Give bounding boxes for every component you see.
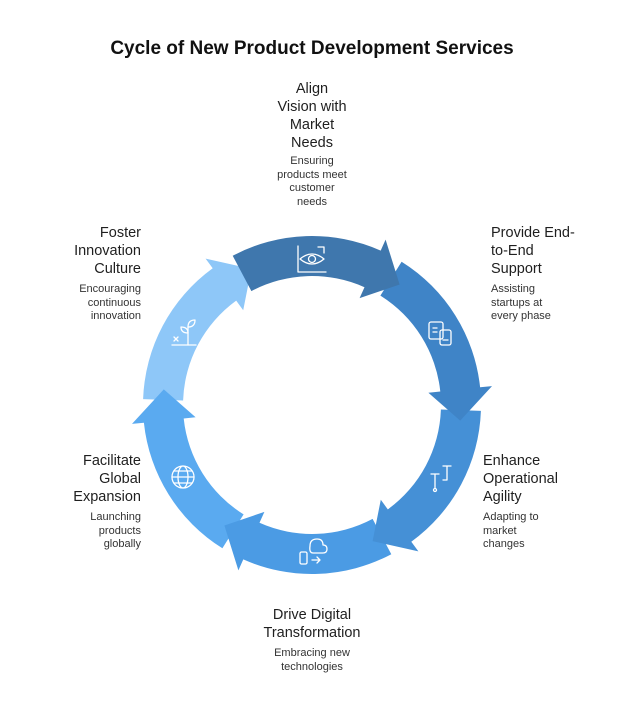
stage-align-vision-description: Ensuring products meet customer needs bbox=[277, 155, 347, 208]
stage-digital-transformation-heading: Drive Digital Transformation bbox=[263, 607, 361, 641]
cycle-arrow-align-vision bbox=[232, 236, 400, 299]
cloud-sync-icon bbox=[299, 538, 328, 565]
stage-operational-agility-heading: Enhance Operational Agility bbox=[483, 453, 558, 505]
cycle-arrow-digital-transformation bbox=[224, 511, 392, 574]
stage-innovation-culture-heading: Foster Innovation Culture bbox=[74, 225, 141, 277]
growth-icon bbox=[171, 319, 197, 346]
stage-global-expansion-heading: Facilitate Global Expansion bbox=[73, 453, 141, 505]
cycle-arrow-global-expansion bbox=[132, 389, 244, 549]
stage-global-expansion-description: Launching products globally bbox=[90, 511, 141, 550]
stage-operational-agility-description: Adapting to market changes bbox=[483, 511, 539, 550]
stage-end-to-end-heading: Provide End- to-End Support bbox=[491, 225, 575, 277]
cycle-arrow-innovation-culture bbox=[143, 258, 252, 401]
eye-icon bbox=[297, 245, 327, 273]
route-icon bbox=[430, 465, 452, 493]
stage-innovation-culture-description: Encouraging continuous innovation bbox=[79, 283, 141, 322]
cycle-arrow-operational-agility bbox=[372, 409, 481, 552]
stage-align-vision-heading: Align Vision with Market Needs bbox=[277, 81, 347, 151]
cycle-arrow-end-to-end bbox=[380, 261, 492, 421]
stage-end-to-end-description: Assisting startups at every phase bbox=[491, 283, 551, 322]
globe-icon bbox=[171, 465, 195, 489]
stage-digital-transformation-description: Embracing new technologies bbox=[274, 647, 350, 673]
devices-icon bbox=[428, 321, 452, 346]
diagram-title: Cycle of New Product Development Service… bbox=[110, 38, 514, 59]
